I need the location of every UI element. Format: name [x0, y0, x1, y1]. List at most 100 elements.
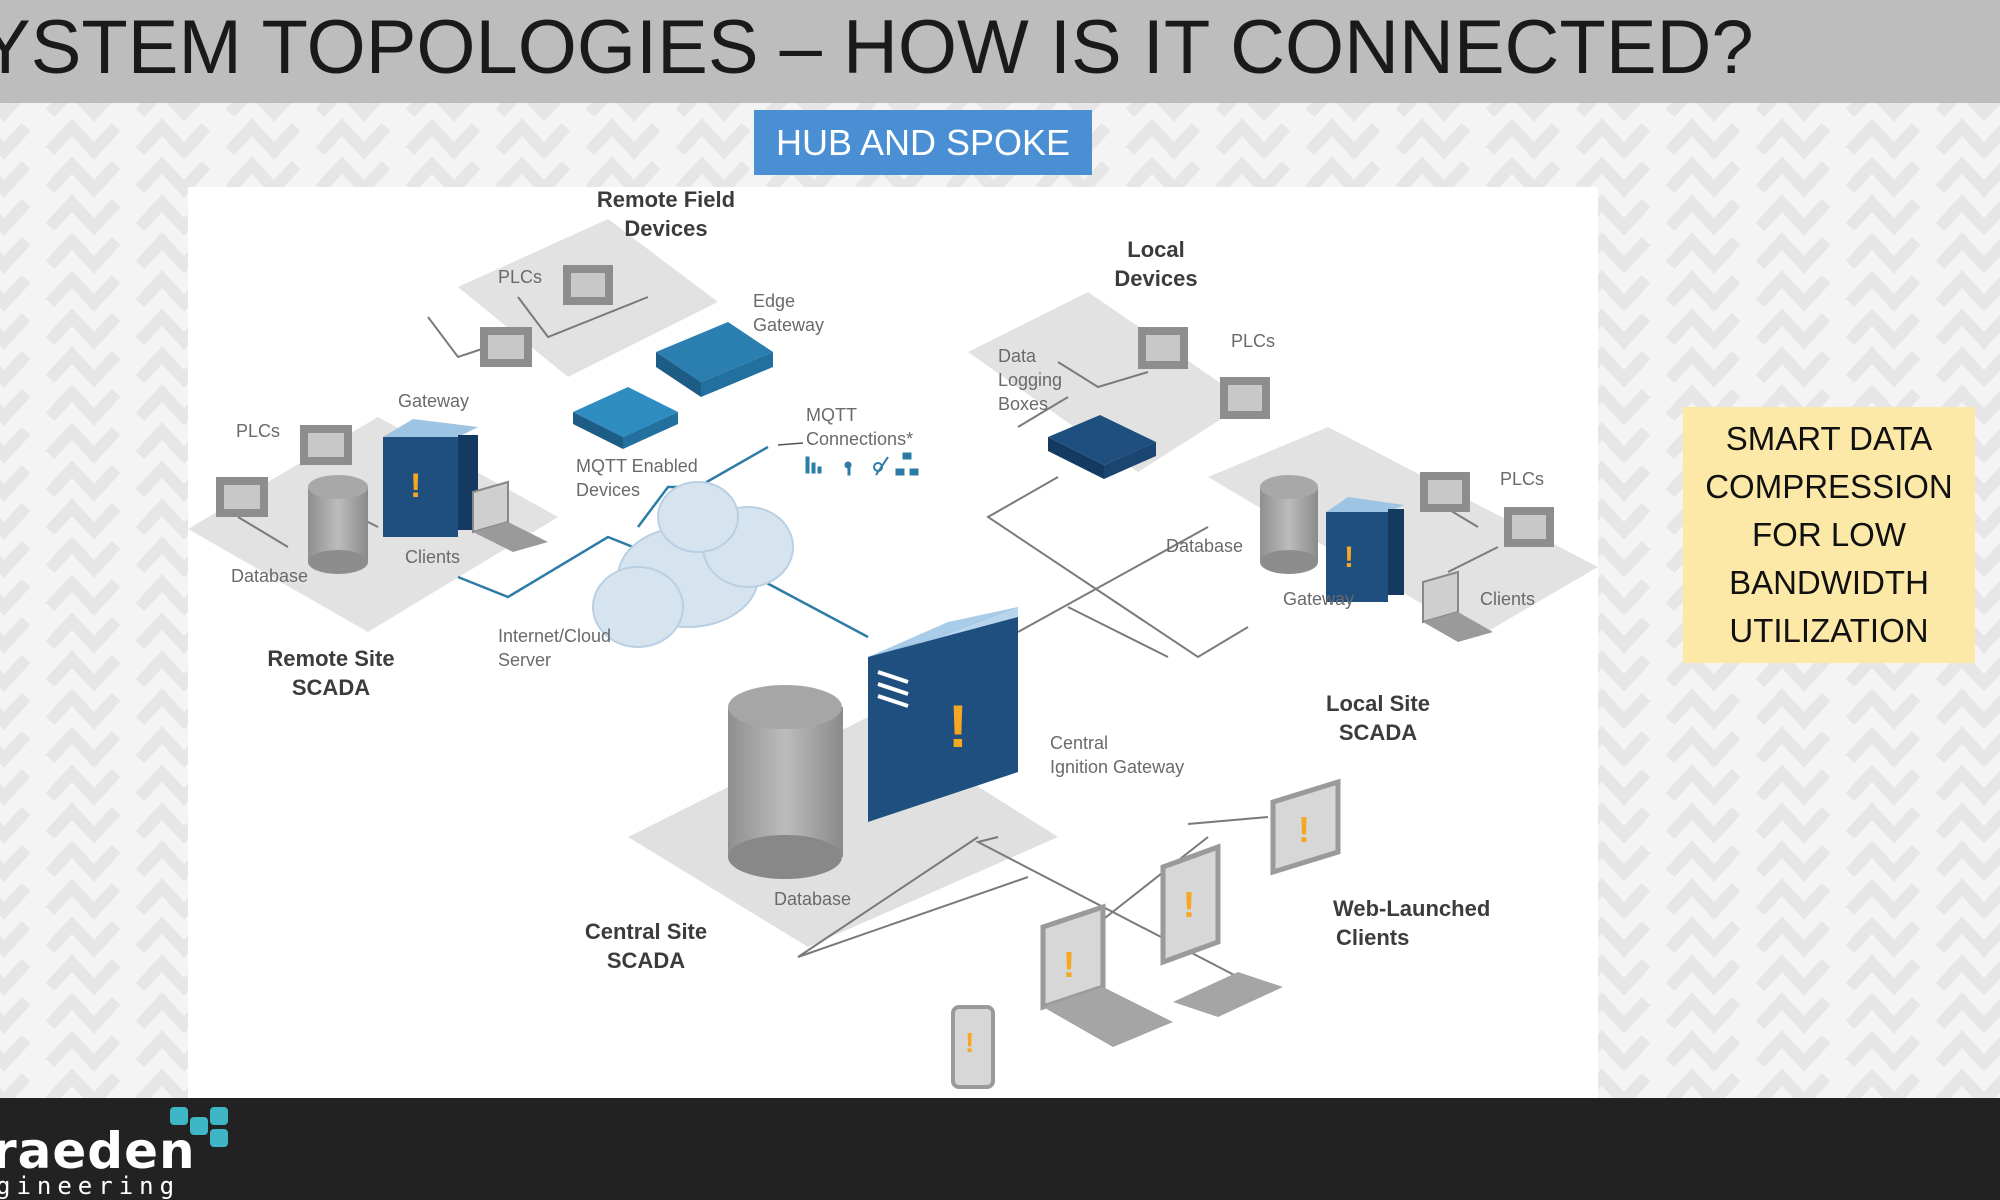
pattern-stroke [1845, 954, 1921, 996]
pattern-stroke [1665, 118, 1741, 160]
central-database-icon [728, 685, 843, 879]
pattern-stroke [1845, 1068, 1921, 1098]
pattern-stroke [1935, 103, 2000, 122]
pattern-stroke [405, 103, 472, 122]
company-logo-subtext: gineering [0, 1172, 181, 1200]
pattern-stroke [1215, 118, 1291, 160]
plc-icon [1138, 327, 1188, 369]
pattern-stroke [1665, 916, 1741, 958]
pattern-stroke [315, 103, 382, 122]
pattern-stroke [45, 726, 121, 768]
pattern-stroke [1665, 764, 1741, 806]
pattern-stroke [1845, 840, 1921, 882]
pattern-stroke [225, 118, 301, 160]
pattern-stroke [1665, 726, 1741, 768]
local-clients-label: Clients [1480, 589, 1535, 609]
pattern-stroke [1845, 118, 1921, 160]
pattern-stroke [675, 118, 751, 160]
pattern-stroke [1665, 103, 1732, 122]
pattern-stroke [1575, 156, 1651, 198]
pattern-stroke [45, 1068, 121, 1098]
pattern-stroke [45, 954, 121, 996]
pattern-stroke [0, 540, 31, 578]
pattern-stroke [1755, 916, 1831, 958]
pattern-stroke [45, 422, 121, 464]
pattern-stroke [1935, 270, 2000, 312]
topology-diagram-svg: ! ! ! [188, 187, 1598, 1089]
pattern-stroke [1845, 916, 1921, 958]
pattern-stroke [45, 460, 121, 502]
pattern-stroke [45, 840, 121, 882]
pattern-stroke [1845, 726, 1921, 768]
gray-links [237, 296, 1499, 978]
pattern-stroke [0, 160, 31, 198]
central-gateway-server-icon: ! [868, 607, 1018, 822]
pattern-stroke [0, 844, 31, 882]
pattern-stroke [1395, 156, 1471, 198]
pattern-stroke [1935, 992, 2000, 1034]
pattern-stroke [1665, 194, 1741, 236]
pattern-stroke [1305, 118, 1381, 160]
pattern-stroke [1395, 118, 1471, 160]
hub-and-spoke-label: HUB AND SPOKE [754, 110, 1092, 175]
pattern-stroke [45, 688, 121, 730]
pattern-stroke [1665, 308, 1741, 350]
pattern-stroke [1845, 103, 1912, 122]
pattern-stroke [0, 768, 31, 806]
pattern-stroke [1665, 1068, 1741, 1098]
remote-database-label: Database [231, 566, 308, 586]
pattern-stroke [1755, 954, 1831, 996]
pattern-stroke [1845, 1030, 1921, 1072]
pattern-stroke [1665, 1030, 1741, 1072]
central-database-label: Database [774, 889, 851, 909]
svg-text:!: ! [1063, 944, 1075, 985]
pattern-stroke [1755, 346, 1831, 388]
pattern-stroke [1935, 308, 2000, 350]
pattern-stroke [1935, 954, 2000, 996]
web-client-laptop-icon: ! [1040, 903, 1173, 1047]
callout-line: COMPRESSION [1705, 468, 1953, 505]
pattern-stroke [1755, 270, 1831, 312]
pattern-stroke [0, 882, 31, 920]
pattern-stroke [0, 312, 31, 350]
topology-diagram: ! ! ! [188, 187, 1598, 1098]
pattern-stroke [1845, 194, 1921, 236]
local-devices-plcs-label: PLCs [1231, 331, 1275, 351]
pattern-stroke [1755, 878, 1831, 920]
local-database-label: Database [1166, 536, 1243, 556]
pattern-stroke [1665, 650, 1741, 692]
pattern-stroke [1485, 118, 1561, 160]
pattern-stroke [1845, 650, 1921, 692]
pattern-stroke [1935, 194, 2000, 236]
pattern-stroke [1935, 726, 2000, 768]
pattern-stroke [1845, 802, 1921, 844]
pattern-stroke [1935, 802, 2000, 844]
pattern-stroke [1665, 346, 1741, 388]
pattern-stroke [45, 612, 121, 654]
plc-icon [563, 265, 613, 305]
pattern-stroke [1035, 156, 1111, 198]
plc-icon [300, 425, 352, 465]
pattern-stroke [1845, 384, 1921, 426]
pattern-stroke [1665, 384, 1741, 426]
pattern-stroke [0, 616, 31, 654]
cloud-icon [592, 481, 794, 648]
pattern-stroke [0, 274, 31, 312]
pattern-stroke [45, 1030, 121, 1072]
pattern-stroke [675, 156, 751, 198]
remote-database-icon [308, 475, 368, 574]
pattern-stroke [135, 118, 211, 160]
remote-clients-label: Clients [405, 547, 460, 567]
pattern-stroke [1755, 992, 1831, 1034]
pattern-stroke [1935, 1068, 2000, 1098]
local-gateway-label: Gateway [1283, 589, 1354, 609]
pattern-stroke [1845, 346, 1921, 388]
pattern-stroke [45, 536, 121, 578]
pattern-stroke [1755, 1068, 1831, 1098]
pattern-stroke [1935, 650, 2000, 692]
